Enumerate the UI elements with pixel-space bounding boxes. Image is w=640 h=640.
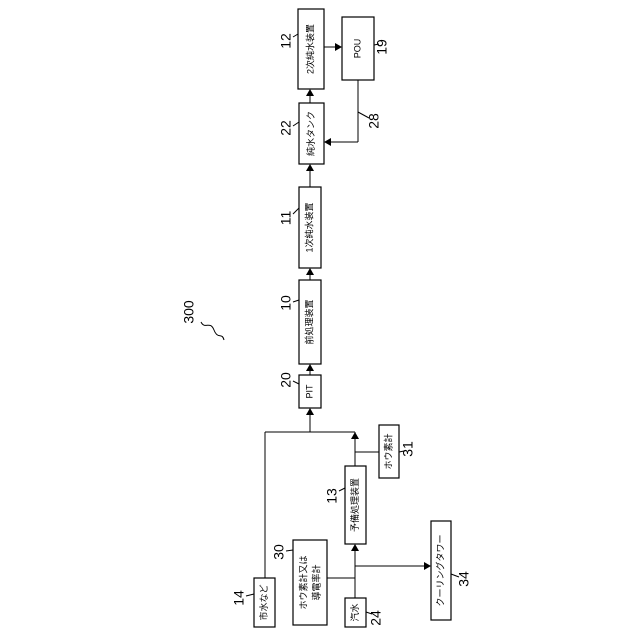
ref-14: 14	[231, 590, 247, 606]
ref-11-leader	[293, 208, 299, 214]
meter-30-label-line1: ホウ素計又は	[297, 555, 308, 609]
city-water-label: 市水など	[258, 584, 269, 620]
pretreat-aux-node: 予備処理装置	[345, 466, 366, 544]
ref-20-leader	[293, 381, 299, 384]
meter-30-label-line2: 導電率計	[310, 564, 321, 600]
secondary-to-pou-arrow	[335, 43, 342, 51]
to-header-arrow	[351, 432, 359, 439]
ref-300: 300	[181, 300, 197, 324]
tank-node: 純水タンク	[299, 103, 324, 164]
to-pit-arrow	[306, 408, 314, 415]
ref-300-leader	[201, 322, 224, 340]
ref-34: 34	[456, 571, 472, 587]
secondary-label: 2次純水装置	[304, 24, 315, 74]
ref-20: 20	[278, 372, 294, 388]
ref-28: 28	[366, 113, 382, 129]
ref-30-leader	[286, 550, 293, 551]
boron-meter-31-label: ホウ素計	[382, 433, 393, 469]
pou-label: POU	[352, 39, 362, 59]
pit-to-pretreatment-arrow	[306, 364, 314, 371]
ref-10: 10	[278, 295, 294, 311]
ref-22: 22	[278, 120, 294, 136]
reference-numerals: 300 14 30 24 34 13 31 20 10 11 22 12 19 …	[181, 33, 472, 626]
pou-return-arrow	[324, 138, 331, 146]
cooling-tower-label: クーリングタワー	[434, 534, 445, 606]
to-cooling-tower-arrow	[424, 562, 431, 570]
cooling-tower-node: クーリングタワー	[431, 521, 451, 620]
tank-to-secondary-arrow	[306, 89, 314, 96]
boron-meter-31-node: ホウ素計	[379, 425, 399, 478]
pretreat-aux-label: 予備処理装置	[349, 478, 360, 532]
ref-13-leader	[339, 488, 345, 491]
primary-label: 1次純水装置	[303, 202, 314, 252]
ref-10-leader	[293, 300, 299, 302]
tank-label: 純水タンク	[305, 111, 316, 156]
secondary-node: 2次純水装置	[298, 9, 324, 89]
pit-node: PIT	[299, 375, 321, 408]
ref-24: 24	[368, 610, 384, 626]
pretreatment-to-primary-arrow	[306, 268, 314, 275]
ref-19: 19	[374, 39, 390, 55]
pit-label: PIT	[304, 384, 314, 399]
city-water-node: 市水など	[254, 578, 275, 627]
ref-12: 12	[278, 33, 294, 49]
ref-30: 30	[271, 544, 287, 560]
ref-14-leader	[246, 594, 254, 596]
ref-22-leader	[293, 122, 299, 126]
ref-13: 13	[324, 488, 340, 504]
primary-node: 1次純水装置	[299, 187, 321, 268]
steam-label: 汽水	[349, 603, 360, 621]
ref-11: 11	[278, 211, 294, 226]
meter-30-node: ホウ素計又は 導電率計	[293, 540, 327, 625]
steam-node: 汽水	[345, 598, 366, 627]
ref-12-leader	[293, 34, 298, 37]
primary-to-tank-arrow	[306, 164, 314, 171]
pretreatment-label: 前処理装置	[303, 299, 314, 344]
pou-node: POU	[342, 17, 374, 80]
pretreatment-node: 前処理装置	[299, 280, 321, 364]
ref-31: 31	[400, 441, 416, 457]
to-pretreat-aux-arrow	[351, 544, 359, 551]
